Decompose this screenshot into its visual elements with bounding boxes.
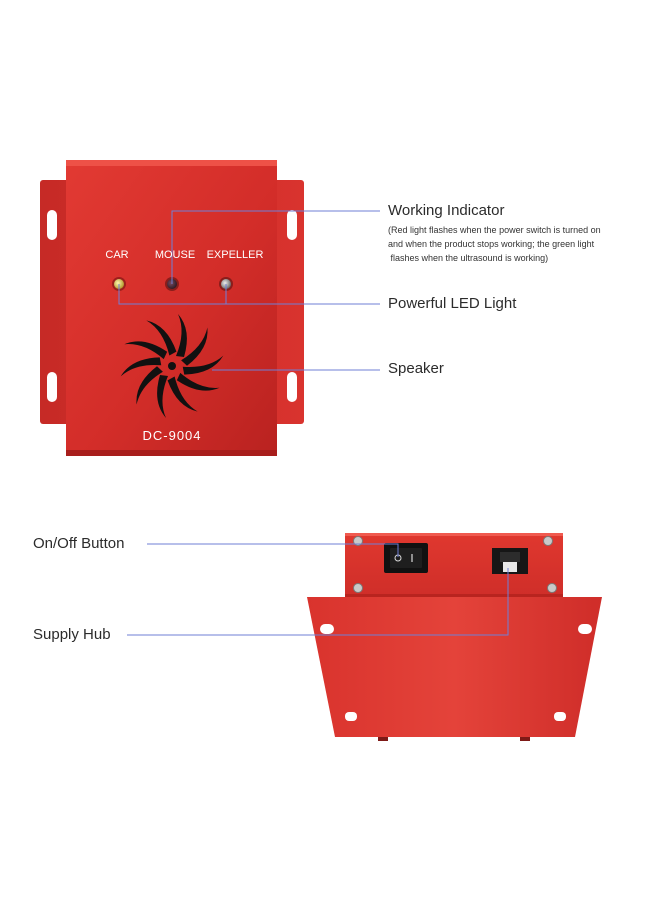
note-line: flashes when the ultrasound is working)	[388, 253, 549, 263]
mount-slot-icon	[47, 372, 57, 402]
screw-icon	[547, 583, 557, 593]
screw-icon	[353, 536, 363, 546]
mount-slot-icon	[345, 712, 357, 721]
on-off-rocker-switch[interactable]	[384, 543, 428, 573]
working-indicator-leader	[171, 210, 380, 284]
note-line: and when the product stops working; the …	[388, 239, 595, 249]
supply-hub-socket[interactable]	[492, 548, 528, 574]
supply-hub-leader	[127, 568, 509, 636]
bottom-device-body	[307, 533, 602, 741]
note-line: (Red light flashes when the power switch…	[388, 225, 601, 235]
callout-leader-lines	[118, 210, 509, 636]
speaker-label: Speaker	[388, 360, 444, 377]
model-number: DC-9004	[142, 428, 201, 443]
mount-slot-icon	[320, 624, 334, 634]
mouse-label: MOUSE	[155, 249, 195, 261]
mount-slot-icon	[47, 210, 57, 240]
supply-hub-label: Supply Hub	[33, 626, 111, 643]
front-device-body	[66, 160, 277, 456]
led-light-label: Powerful LED Light	[388, 295, 517, 312]
car-label: CAR	[105, 249, 128, 261]
screw-icon	[543, 536, 553, 546]
working-indicator-note: (Red light flashes when the power switch…	[388, 223, 638, 265]
working-indicator-title: Working Indicator	[388, 202, 505, 219]
mount-slot-icon	[554, 712, 566, 721]
mount-slot-icon	[287, 210, 297, 240]
mount-slot-icon	[578, 624, 592, 634]
screw-icon	[353, 583, 363, 593]
speaker-grille-icon	[117, 314, 227, 418]
led-light-leader	[118, 284, 380, 305]
mount-slot-icon	[287, 372, 297, 402]
on-off-button-label: On/Off Button	[33, 535, 125, 552]
on-off-leader	[147, 543, 399, 557]
expeller-label: EXPELLER	[207, 249, 264, 261]
